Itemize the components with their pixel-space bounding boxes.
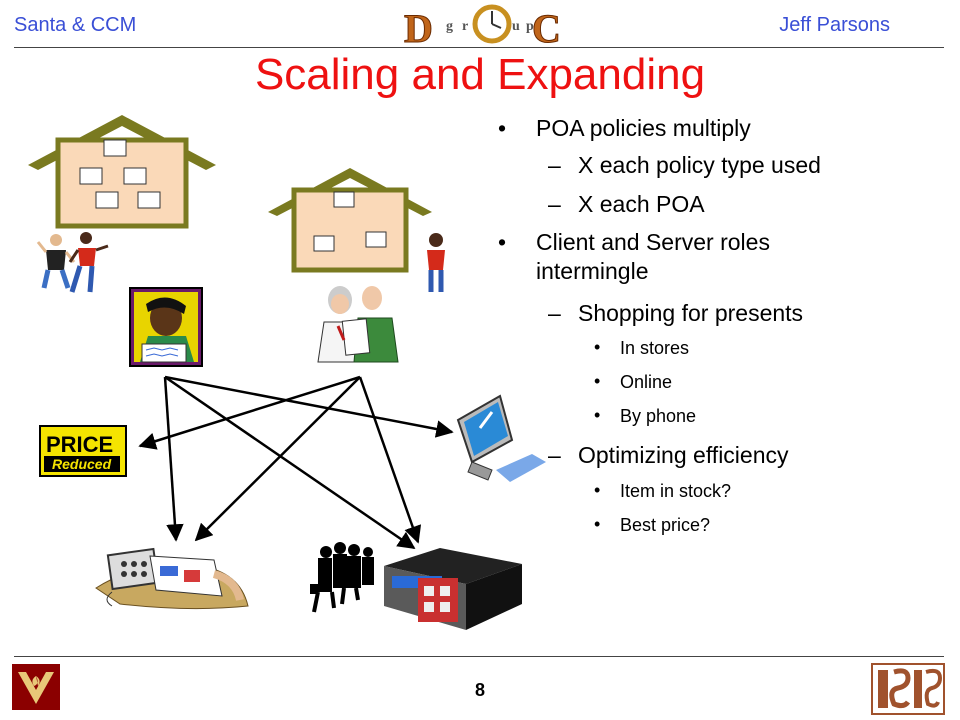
logo-letter-r: r — [462, 19, 468, 34]
bullet-l1: Client and Server roles — [536, 229, 770, 255]
person-icon — [427, 233, 445, 292]
bullet-l3: Item in stock? — [620, 481, 732, 501]
header-right-text: Jeff Parsons — [779, 14, 890, 36]
phone-catalog-icon — [95, 547, 249, 610]
header-left-text: Santa & CCM — [14, 14, 137, 36]
price-sign-line2: Reduced — [52, 456, 112, 472]
bullet-l3: In stores — [620, 338, 690, 358]
bullet-l3: Online — [620, 372, 673, 392]
woman-reading-icon — [129, 287, 203, 367]
header-rule — [14, 47, 944, 48]
house-icon — [268, 168, 432, 273]
logo-letter-p: p — [526, 19, 534, 34]
bullet-l1-continuation: intermingle — [536, 258, 649, 284]
bullet-marker: • — [594, 480, 601, 500]
page-number: 8 — [474, 680, 485, 700]
bullet-marker: • — [594, 371, 601, 391]
bullet-marker: • — [594, 337, 601, 357]
logo-letter-d: D — [404, 6, 433, 51]
bullet-dash: – — [548, 442, 561, 468]
bullet-dash: – — [548, 300, 561, 326]
bullet-l2: Shopping for presents — [578, 300, 804, 326]
store-building-icon — [384, 548, 522, 630]
dancing-people-icon — [36, 232, 109, 293]
bullet-l2: Optimizing efficiency — [578, 442, 789, 468]
isis-logo — [871, 663, 945, 715]
bullet-l2: X each policy type used — [578, 152, 821, 178]
price-sign-line1: PRICE — [46, 432, 113, 457]
logo-letter-c: C — [532, 6, 561, 51]
price-reduced-sign: PRICE Reduced — [39, 425, 127, 477]
bullet-l3: By phone — [620, 406, 697, 426]
bullet-marker: • — [498, 229, 507, 255]
computer-monitor-icon — [456, 394, 546, 482]
bullet-dash: – — [548, 152, 561, 178]
crowd-icon — [310, 542, 374, 613]
connection-arrows — [138, 375, 454, 550]
slide-title: Scaling and Expanding — [254, 50, 706, 99]
bullet-marker: • — [594, 514, 601, 534]
bullet-l1: POA policies multiply — [536, 115, 751, 141]
logo-letter-u: u — [512, 19, 520, 34]
vanderbilt-logo — [12, 664, 60, 710]
bullet-marker: • — [594, 405, 601, 425]
bullet-marker: • — [498, 115, 507, 141]
elderly-couple-icon — [317, 286, 399, 363]
bullet-l2: X each POA — [578, 191, 705, 217]
bullet-l3: Best price? — [620, 515, 711, 535]
logo-letter-g: g — [446, 19, 453, 34]
footer-rule — [14, 656, 944, 657]
house-icon — [28, 115, 216, 229]
bullet-dash: – — [548, 191, 561, 217]
